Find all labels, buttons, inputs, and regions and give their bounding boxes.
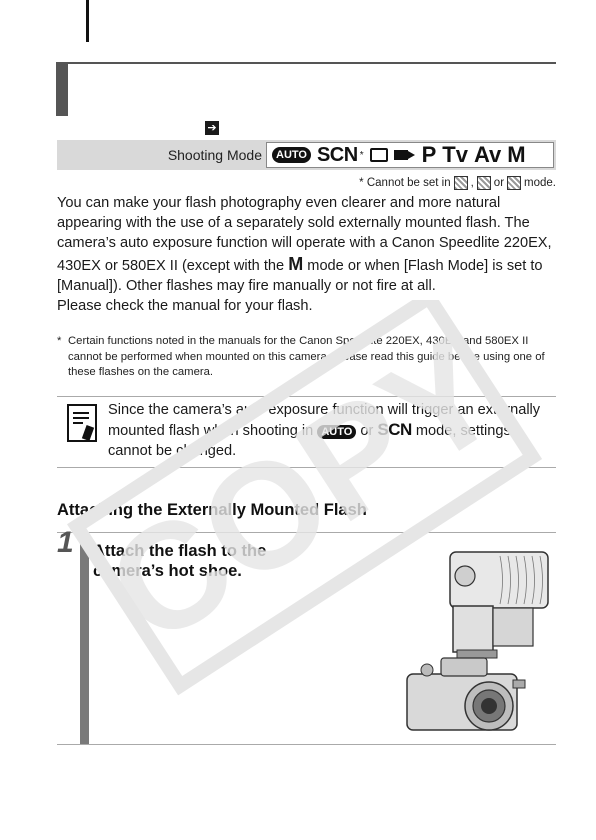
section-header-rule [56,62,556,64]
step-top-rule [57,532,556,533]
shooting-mode-icons: AUTO SCN * P Tv Av M [272,142,526,168]
scn-mode-icon: SCN [316,143,358,166]
step-title: Attach the flash to the camera’s hot sho… [93,542,267,580]
auto-mode-icon: AUTO [272,147,311,163]
body-paragraph-2: Please check the manual for your flash. [57,298,313,315]
footnote-star: * [57,335,62,347]
section-header-bar [56,62,68,116]
info-note-text: Since the camera’s auto exposure functio… [108,400,556,462]
movie-icon [393,148,416,162]
memo-line [73,412,89,414]
camera-with-flash-illustration [406,551,549,731]
info-note-top-rule [57,396,556,397]
body-paragraph-1: You can make your flash photography even… [57,193,557,296]
shooting-mode-label: Shooting Mode [167,147,262,163]
reference-arrow-icon[interactable]: ➔ [205,121,219,135]
body-text: You can make your flash photography even… [57,193,557,316]
note-text: * Cannot be set in [359,177,451,189]
body-paragraph-1-part-a: You can make your flash photography even… [57,195,552,274]
step-bottom-rule [57,744,556,745]
auto-mode-icon: AUTO [317,425,357,440]
scene-icon-a [453,176,468,190]
mode-m-icon: M [507,142,526,167]
scene-icon-c [507,176,522,190]
page-thumb-mark [86,0,89,42]
section-heading: Attaching the Externally Mounted Flash [57,501,367,519]
mode-av-icon: Av [473,142,502,167]
note-or: or [493,177,505,189]
step-number: 1 [57,526,74,559]
body-paragraph-1-part-b: mode or when [Flash Mode] is set to [Man… [57,257,543,294]
manual-mode-icon: M [288,253,304,274]
scene-icon-b [476,176,491,190]
info-note-bottom-rule [57,467,556,468]
memo-line [73,422,83,424]
scn-note-mark: * [359,149,364,161]
note-end: mode. [524,177,556,189]
mode-tv-icon: Tv [442,142,468,167]
step-side-bar [80,533,89,744]
scn-mode-icon: SCN [377,420,412,440]
note-separator: , [470,177,474,189]
memo-icon [67,404,97,442]
pen-icon [81,425,95,441]
stitch-assist-icon [369,148,388,162]
footnote: * Certain functions noted in the manuals… [57,334,557,381]
info-note-or: or [360,423,374,440]
mode-p-icon: P [421,142,437,167]
footnote-text: Certain functions noted in the manuals f… [68,335,545,378]
memo-line [73,417,89,419]
scn-restriction-note: * Cannot be set in , or mode. [359,176,556,190]
